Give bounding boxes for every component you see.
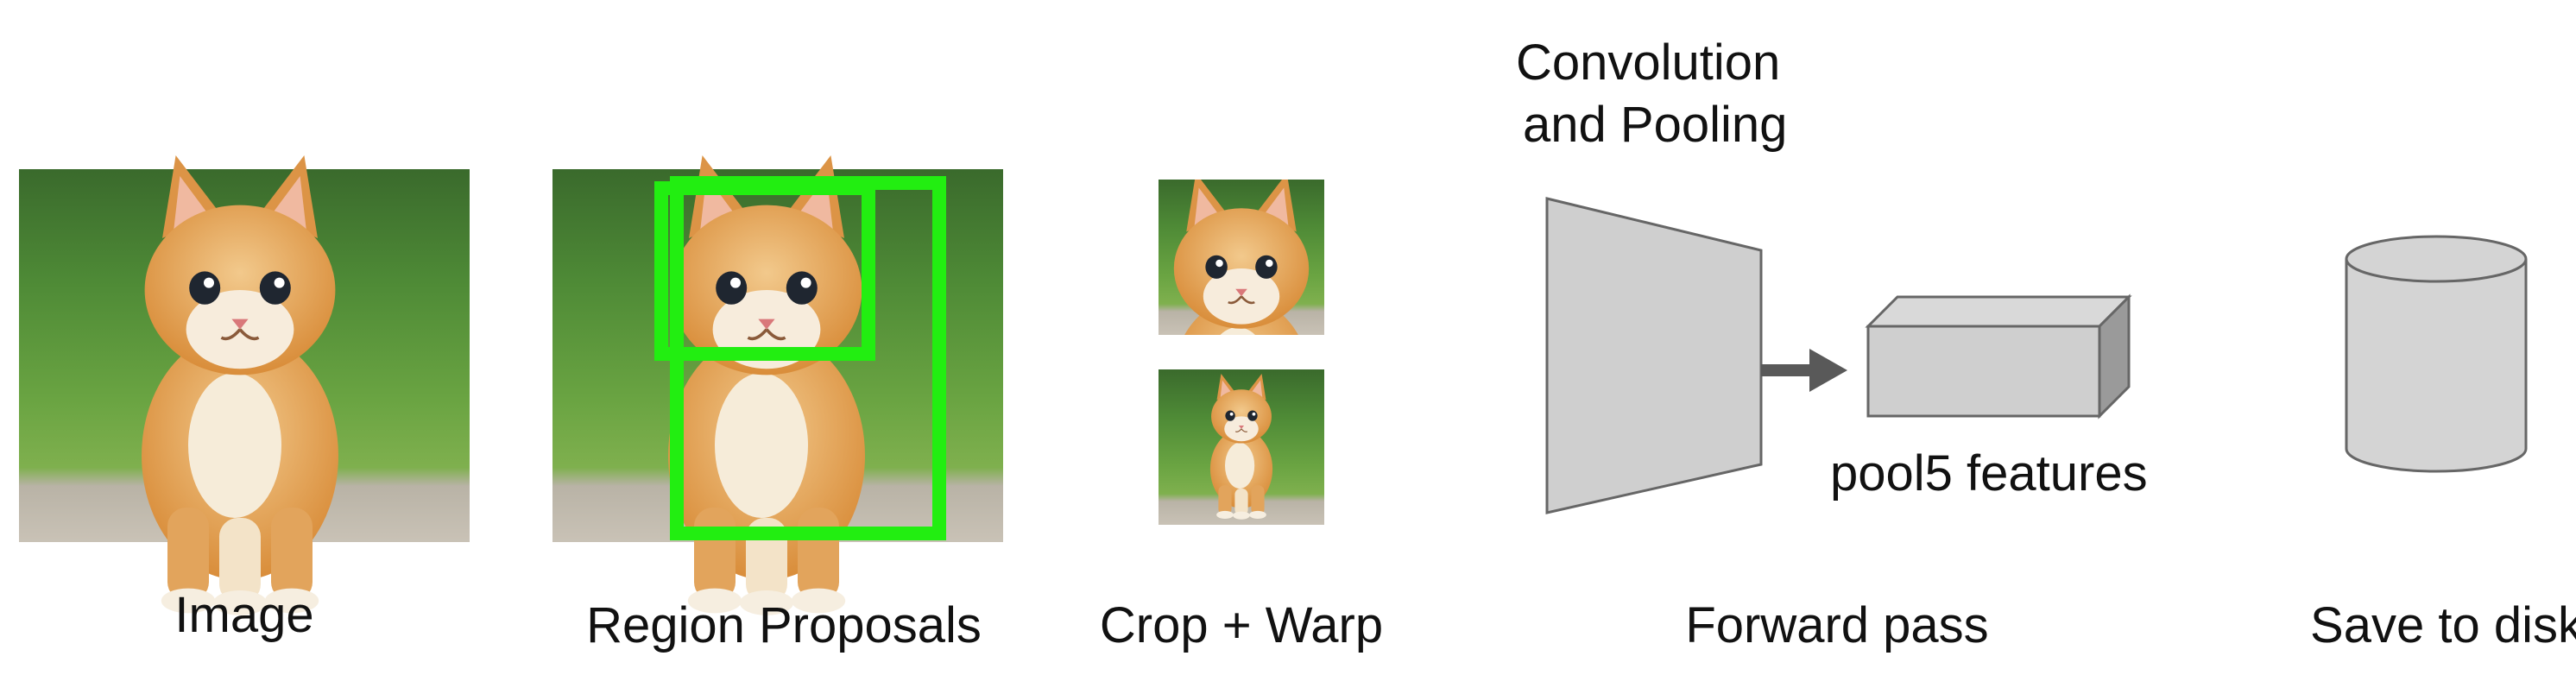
network-title-line2: and Pooling — [1523, 97, 1788, 153]
arrow-icon — [1761, 349, 1847, 392]
region-proposals-image — [552, 154, 1003, 617]
step-label-region-proposals: Region Proposals — [586, 597, 982, 653]
crop-top — [1159, 180, 1324, 335]
network-title-line1: Convolution — [1516, 35, 1781, 91]
step-label-crop-warp: Crop + Warp — [1099, 597, 1384, 653]
step-label-save-to-disk: Save to disk — [2310, 597, 2576, 653]
crop-bottom — [1159, 369, 1324, 525]
proposal-box-full — [670, 176, 946, 540]
pool5-features-label: pool5 features — [1830, 445, 2148, 502]
step-label-forward-pass: Forward pass — [1685, 597, 1989, 653]
box-icon — [1865, 293, 2132, 420]
input-image — [19, 154, 470, 617]
step-label-image: Image — [174, 587, 314, 643]
trapezoid-icon — [1545, 197, 1763, 514]
cylinder-icon — [2345, 235, 2528, 473]
